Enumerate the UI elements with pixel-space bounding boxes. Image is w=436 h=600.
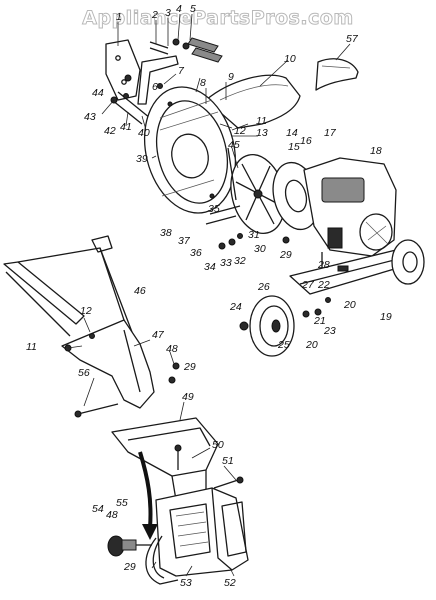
callout-30: 30 xyxy=(254,243,266,255)
engine-part xyxy=(303,157,397,270)
callout-36: 36 xyxy=(190,247,202,259)
callout-5: 5 xyxy=(190,3,196,15)
callout-22: 22 xyxy=(317,279,330,291)
callout-23: 23 xyxy=(323,325,336,337)
callout-7: 7 xyxy=(178,65,185,77)
callout-8: 8 xyxy=(200,77,206,89)
callout-21: 21 xyxy=(313,315,326,327)
callout-28: 28 xyxy=(317,259,330,271)
callout-2: 2 xyxy=(151,9,158,21)
adjustment-knob-part xyxy=(107,535,152,557)
callout-labels: 1 2 3 4 5 6 7 8 9 10 11 11 12 12 13 14 1… xyxy=(26,3,392,589)
callout-35: 35 xyxy=(208,203,220,215)
callout-4: 4 xyxy=(176,3,182,15)
callout-40: 40 xyxy=(138,127,150,139)
callout-24: 24 xyxy=(229,301,242,313)
handle-part xyxy=(3,235,133,337)
callout-33: 33 xyxy=(220,257,232,269)
callout-18: 18 xyxy=(370,145,382,157)
callout-48a: 48 xyxy=(166,343,178,355)
link-arm-part xyxy=(137,55,179,105)
callout-48b: 48 xyxy=(106,509,118,521)
callout-34: 34 xyxy=(204,261,216,273)
callout-51: 51 xyxy=(222,455,234,467)
callout-11a: 11 xyxy=(256,115,267,127)
callout-29c: 29 xyxy=(123,561,136,573)
callout-38: 38 xyxy=(160,227,172,239)
bracket-plate-part xyxy=(105,39,141,101)
callout-15: 15 xyxy=(288,141,300,153)
callout-45: 45 xyxy=(228,139,240,151)
callout-43: 43 xyxy=(84,111,96,123)
hopper-part xyxy=(111,417,219,501)
callout-41: 41 xyxy=(120,121,132,133)
callout-31: 31 xyxy=(248,229,260,241)
watermark: AppliancePartsPros.com xyxy=(82,7,353,29)
callout-6: 6 xyxy=(152,81,158,93)
hopper-cover-part xyxy=(315,58,359,91)
discharge-chute-part xyxy=(205,74,301,129)
callout-50: 50 xyxy=(212,439,224,451)
callout-12a: 12 xyxy=(234,125,246,137)
bolt-group-part xyxy=(149,37,223,63)
callout-39: 39 xyxy=(136,153,148,165)
callout-44: 44 xyxy=(92,87,104,99)
callout-27: 27 xyxy=(301,279,315,291)
callout-46: 46 xyxy=(134,285,146,297)
callout-54: 54 xyxy=(92,503,104,515)
stand-part xyxy=(145,535,179,585)
callout-42: 42 xyxy=(104,125,116,137)
frame-part xyxy=(61,319,155,409)
callout-10: 10 xyxy=(284,53,296,65)
callout-29b: 29 xyxy=(183,361,196,373)
callout-9: 9 xyxy=(228,71,234,83)
callout-52: 52 xyxy=(224,577,236,589)
callout-29a: 29 xyxy=(279,249,292,261)
assembly-arrow xyxy=(138,451,158,540)
callout-55: 55 xyxy=(116,497,128,509)
callout-17: 17 xyxy=(324,127,337,139)
callout-19: 19 xyxy=(380,311,392,323)
callout-56: 56 xyxy=(78,367,90,379)
callout-1: 1 xyxy=(116,11,122,23)
callout-57: 57 xyxy=(346,33,359,45)
callout-11b: 11 xyxy=(26,341,37,353)
callout-37: 37 xyxy=(178,235,191,247)
callout-14: 14 xyxy=(286,127,298,139)
fan-housing-part xyxy=(143,86,237,214)
chipper-housing-part xyxy=(155,487,249,577)
callout-47: 47 xyxy=(152,329,165,341)
leader-lines xyxy=(67,13,351,577)
callout-12b: 12 xyxy=(80,305,92,317)
callout-53: 53 xyxy=(180,577,192,589)
callout-16: 16 xyxy=(300,135,312,147)
callout-49: 49 xyxy=(182,391,194,403)
hardware-bits-part xyxy=(205,147,331,331)
callout-26: 26 xyxy=(257,281,270,293)
right-wheel-part xyxy=(391,239,425,285)
callout-25: 25 xyxy=(277,339,290,351)
callout-20b: 20 xyxy=(305,339,318,351)
lower-bolts-part xyxy=(64,344,244,489)
callout-3: 3 xyxy=(165,7,171,19)
left-wheel-part xyxy=(249,295,295,357)
callout-13: 13 xyxy=(256,127,268,139)
callout-20a: 20 xyxy=(343,299,356,311)
callout-32: 32 xyxy=(234,255,246,267)
impeller-part xyxy=(230,154,286,234)
